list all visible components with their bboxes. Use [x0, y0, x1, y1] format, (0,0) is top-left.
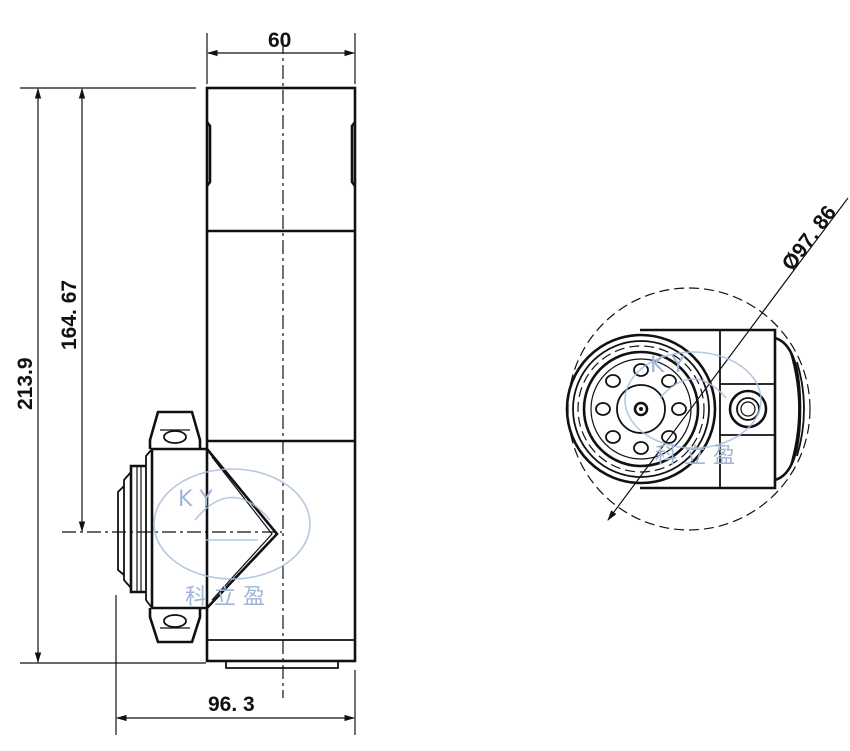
port-inner: [736, 397, 760, 421]
dimension-width-top: 60: [206, 29, 356, 84]
watermark-chinese: 科 立 盈: [185, 585, 265, 610]
housing-block: [640, 328, 777, 490]
end-view: Ø97. 86: [565, 197, 849, 531]
dimension-axis-height: 164. 67: [58, 87, 86, 533]
watermark-letters: K Y: [178, 487, 213, 512]
bolt-holes: [595, 363, 687, 455]
cylinder-body: [205, 86, 357, 663]
lower-lug: [148, 608, 202, 644]
dim-213-9-label: 213.9: [14, 357, 37, 410]
watermark-side: K Y 科 立 盈: [153, 468, 311, 610]
top-cap-relief: [205, 121, 357, 187]
dim-diameter-label: Ø97. 86: [778, 201, 841, 275]
dimension-width-bottom: 96. 3: [115, 595, 356, 735]
face-outer-ring: [565, 333, 717, 485]
upper-lug: [148, 410, 202, 449]
diameter-leader: [607, 261, 801, 521]
port-outer: [728, 389, 768, 429]
dimension-total-height: 213.9: [14, 87, 206, 664]
side-connector: [117, 410, 279, 644]
watermark-end: K Y 科 立 盈: [624, 351, 762, 469]
dim-96-3-label: 96. 3: [208, 693, 255, 716]
watermark-chinese-end: 科 立 盈: [655, 444, 735, 469]
dim-164-67-label: 164. 67: [58, 280, 81, 350]
side-view: [62, 40, 357, 698]
watermark-letters-end: K Y: [650, 353, 685, 378]
dim-60-label: 60: [268, 29, 291, 52]
bottom-foot: [225, 661, 339, 669]
